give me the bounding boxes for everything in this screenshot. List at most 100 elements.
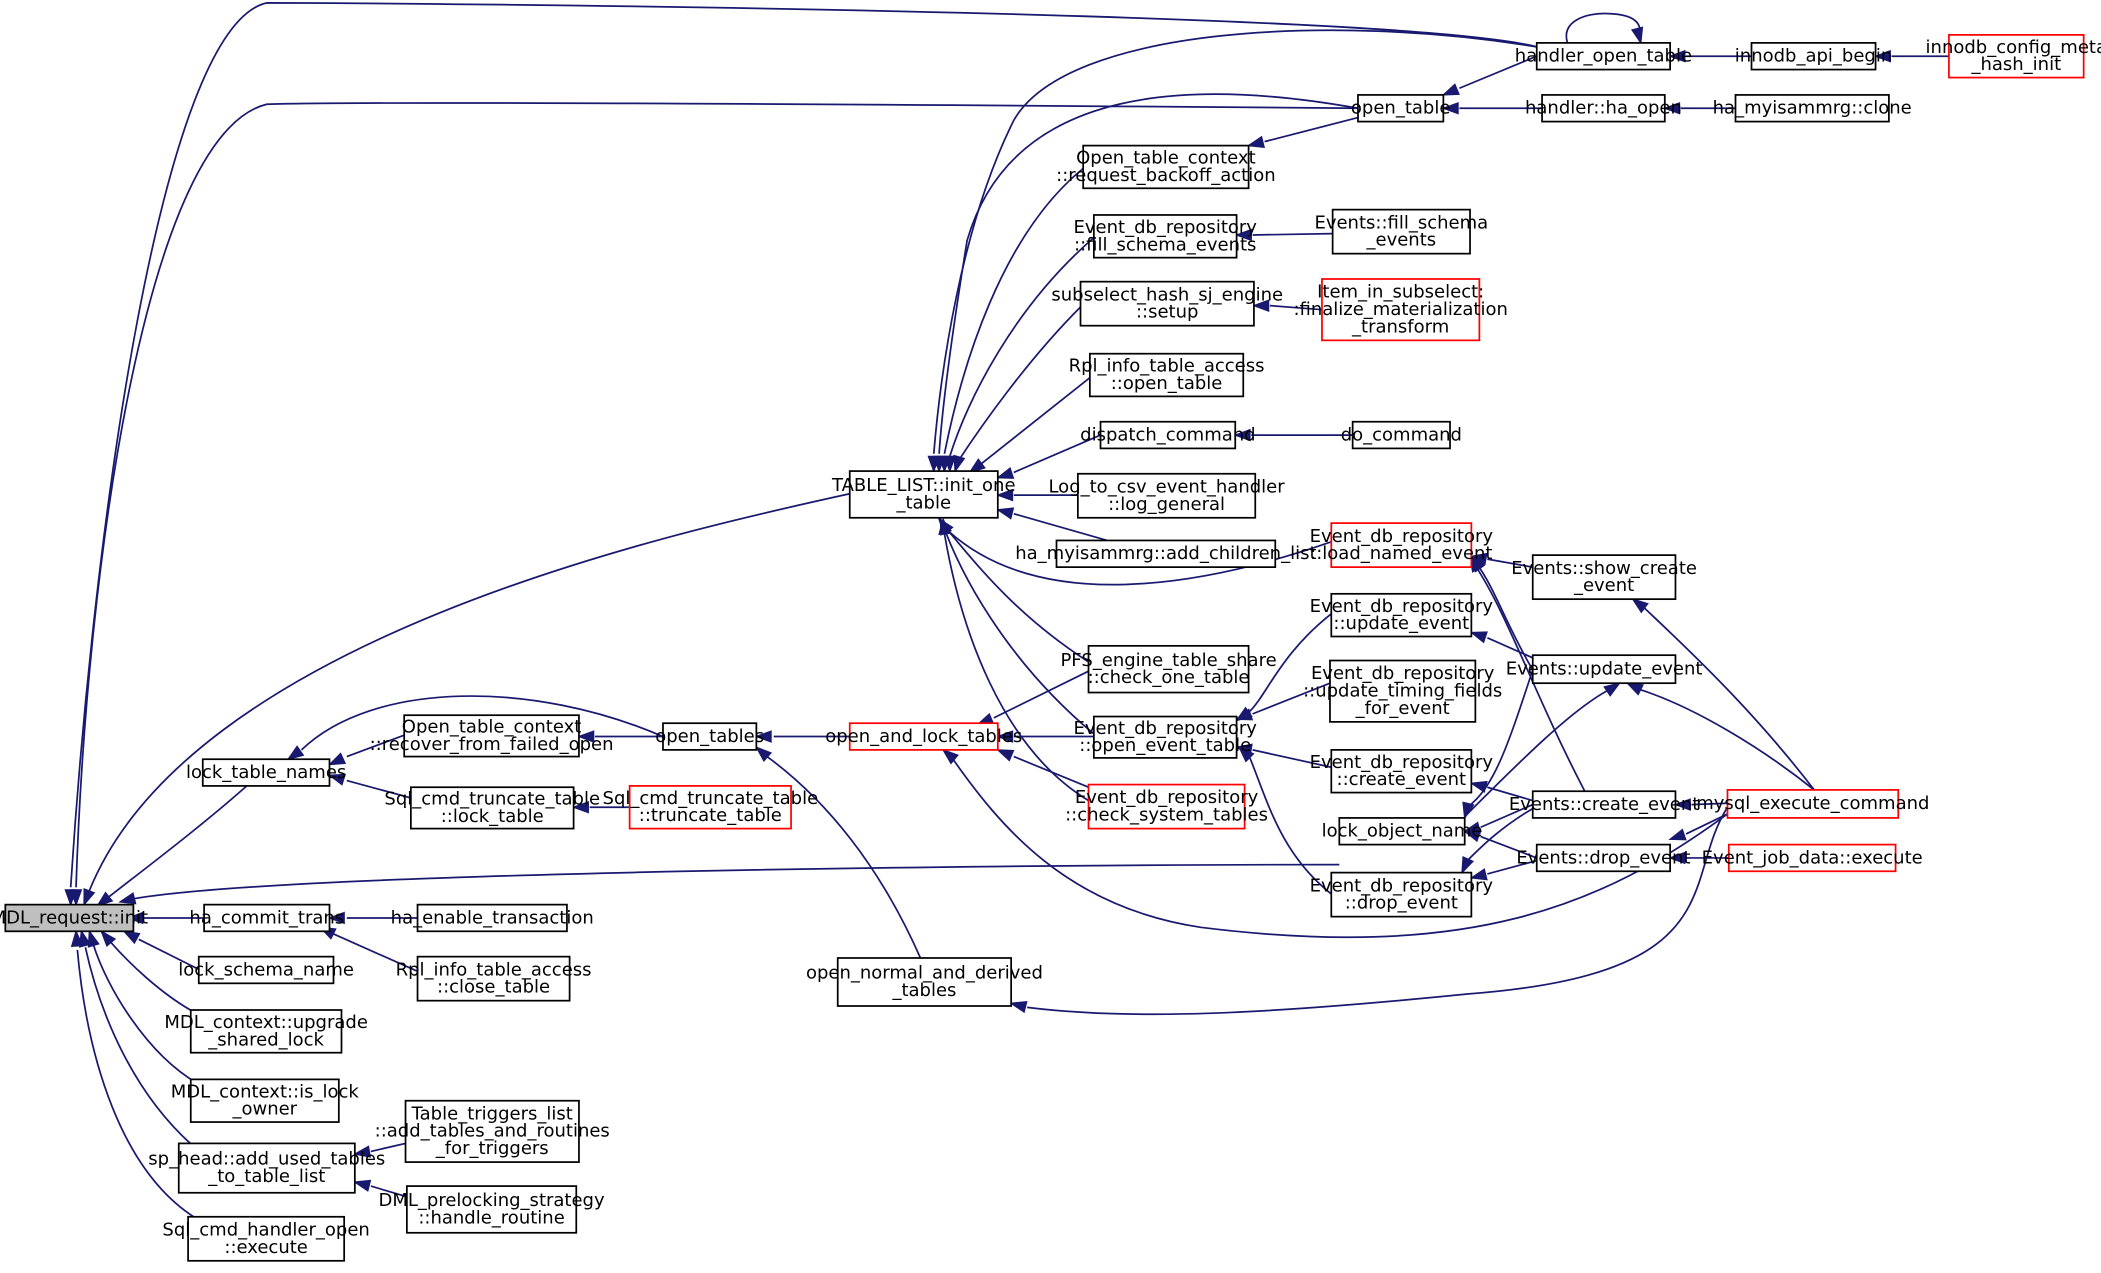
node-box [177,1142,356,1194]
edge-arrowhead [1009,1000,1028,1014]
node-box [403,714,580,758]
edge-line [1691,802,1728,806]
call-edge [943,236,1095,474]
node-onadt[interactable]: open_normal_and_derived_tables [806,957,1043,1007]
edge-arrowhead [1668,49,1686,63]
node-mysql-exec[interactable]: mysql_execute_command [1696,789,1929,819]
call-edge [995,434,1101,479]
edge-line [947,530,1089,663]
call-edge [1234,228,1333,242]
node-label-line: MDL_request::init [0,907,148,928]
node-innodb-begin[interactable]: innodb_api_begin [1735,42,1892,71]
call-edge [1441,55,1538,96]
node-shse-setup[interactable]: subselect_hash_sj_engine::setup [1051,280,1283,327]
node-edb-drop[interactable]: Event_db_repository::drop_event [1310,871,1494,918]
node-edb-update[interactable]: Event_db_repository::update_event [1310,592,1494,638]
node-rpl-open[interactable]: Rpl_info_table_access::open_table [1069,352,1265,398]
node-ha-commit-trans[interactable]: ha_commit_trans [189,903,344,933]
node-dml-prelock[interactable]: DML_prelocking_strategy::handle_routine [378,1185,605,1234]
node-rpl-close[interactable]: Rpl_info_table_access::close_table [396,955,592,1002]
edge-line [1249,757,1332,895]
node-mdl-upgrade[interactable]: MDL_context::upgrade_shared_lock [164,1009,368,1054]
node-edb-fill[interactable]: Event_db_repository::fill_schema_events [1074,214,1258,259]
node-sp-head[interactable]: sp_head::add_used_tables_to_table_list [148,1142,385,1194]
node-ev-show[interactable]: Events::show_create_event [1511,554,1697,601]
node-label-line: _events [1366,230,1437,251]
node-label-line: Log_to_csv_event_handler [1048,476,1285,497]
node-label-line: Event_db_repository [1310,875,1494,896]
node-edb-create[interactable]: Event_db_repository::create_event [1310,749,1494,794]
node-label-line: _for_event [1355,698,1450,719]
call-edge [1469,859,1537,881]
node-do-command[interactable]: do_command [1341,420,1462,450]
node-label-line: ::request_backoff_action [1056,165,1276,186]
edge-line [103,785,248,902]
node-otc-backoff[interactable]: Open_table_context::request_backoff_acti… [1056,144,1276,190]
node-label-line: lock_object_name [1322,821,1483,842]
node-box [416,903,568,933]
edge-line [1480,803,1534,829]
node-lock-table-names[interactable]: lock_table_names [186,758,346,787]
node-box [409,786,575,830]
node-edb-load[interactable]: Event_db_repository::load_named_event [1310,522,1494,569]
node-innodb-meta[interactable]: innodb_config_meta_hash_init [1926,34,2101,79]
node-handler-open[interactable]: handler_open_table [1515,42,1692,71]
node-item-sub[interactable]: Item_in_subselect::finalize_materializat… [1293,278,1508,342]
edge-line [92,944,198,1085]
edge-line [950,756,1729,939]
call-edge [1251,299,1323,312]
edge-line [370,1185,408,1198]
node-box [1330,592,1473,638]
node-sql-trunc-lock[interactable]: Sql_cmd_truncate_table::lock_table [384,786,600,830]
node-edb-open[interactable]: Event_db_repository::open_event_table [1074,715,1258,759]
node-label-line: subselect_hash_sj_engine [1051,284,1283,305]
node-log-csv[interactable]: Log_to_csv_event_handler::log_general [1048,472,1285,519]
node-label-line: Event_db_repository [1310,596,1494,617]
node-sql-trunc-trunc[interactable]: Sql_cmd_truncate_table::truncate_table [603,785,819,830]
node-root[interactable]: MDL_request::init [0,903,148,933]
node-box [4,903,135,933]
node-box [1079,280,1255,327]
edge-line [1264,116,1359,143]
call-edge [78,929,196,1149]
node-label-line: Event_db_repository [1074,718,1258,739]
call-edge [995,488,1078,502]
node-otc-recover[interactable]: Open_table_context::recover_from_failed_… [370,714,614,758]
node-events-fill[interactable]: Events::fill_schema_events [1314,208,1488,255]
node-label-line: Sql_cmd_handler_open [162,1219,369,1240]
node-oalt[interactable]: open_and_lock_tables [825,722,1022,751]
node-label-line: ::update_timing_fields [1303,681,1502,702]
node-ha-myi-clone[interactable]: ha_myisammrg::clone [1713,94,1912,123]
node-box [201,758,331,787]
node-open-tables[interactable]: open_tables [655,722,764,751]
node-mdl-is-lock[interactable]: MDL_context::is_lock_owner [171,1078,360,1123]
node-edb-timing[interactable]: Event_db_repository::update_timing_field… [1303,659,1502,723]
edge-line [1269,304,1323,311]
node-ev-update[interactable]: Events::update_event [1506,654,1703,685]
node-tl-init[interactable]: TABLE_LIST::init_one_table [831,470,1016,519]
node-ha-ha-open[interactable]: handler::ha_open [1525,94,1682,123]
call-edge [1462,669,1534,820]
node-sql-handler-open[interactable]: Sql_cmd_handler_open::execute [162,1215,370,1262]
edge-line [1249,613,1332,712]
node-label-line: MDL_context::upgrade [164,1012,368,1033]
call-edge [1009,806,1729,1016]
node-ha-myi-add[interactable]: ha_myisammrg::add_children_list [1015,539,1317,569]
node-ev-drop[interactable]: Events::drop_event [1516,843,1691,873]
node-ev-job[interactable]: Event_job_data::execute [1702,843,1923,873]
node-pfs-check[interactable]: PFS_engine_table_share::check_one_table [1060,644,1277,694]
node-box [1531,554,1677,601]
node-label-line: Sql_cmd_truncate_table [384,789,600,810]
edge-arrowhead [1668,851,1686,865]
node-edb-check[interactable]: Event_db_repository::check_system_tables [1065,783,1268,830]
node-ttl[interactable]: Table_triggers_list::add_tables_and_rout… [375,1099,610,1163]
node-label-line: ::log_general [1108,494,1225,515]
node-dispatch[interactable]: dispatch_command [1080,420,1256,450]
edge-line [87,492,850,895]
node-ev-create[interactable]: Events::create_event [1509,790,1699,819]
node-ha-enable[interactable]: ha_enable_transaction [391,903,594,933]
node-lock-obj[interactable]: lock_object_name [1322,817,1483,846]
node-open-table[interactable]: open_table [1351,94,1451,123]
node-lock-schema-name[interactable]: lock_schema_name [178,955,354,985]
call-edge [754,730,850,743]
